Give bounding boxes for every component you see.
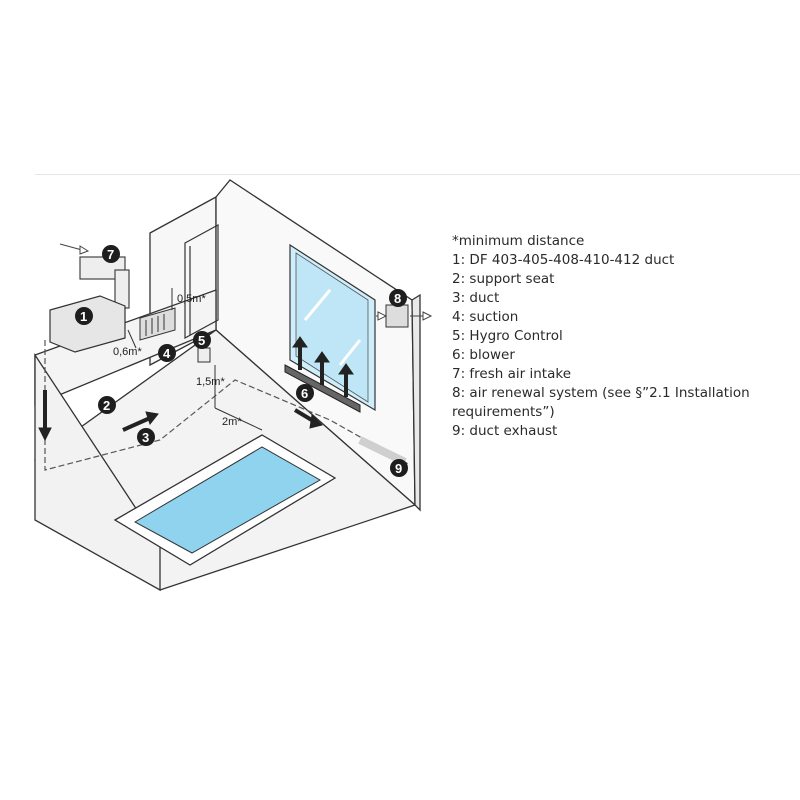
legend-item-5: 5: Hygro Control: [452, 328, 563, 344]
legend-item-2: 2: support seat: [452, 271, 555, 287]
window: [289, 243, 376, 412]
pool: [113, 434, 337, 566]
legend-note: *minimum distance: [452, 233, 585, 249]
callout-9: 9: [390, 459, 408, 477]
legend-item-9: 9: duct exhaust: [452, 423, 558, 439]
dim-2-label: 2m*: [222, 416, 242, 428]
main-duct: [44, 340, 411, 471]
legend-item-8: 8: air renewal system (see §”2.1 Install…: [452, 385, 750, 420]
callout-7: 7: [102, 245, 120, 263]
svg-text:9: 9: [395, 461, 402, 476]
dim-06-label: 0,6m*: [113, 346, 142, 358]
svg-text:1: 1: [80, 309, 87, 324]
front-left-wall: [34, 352, 161, 592]
svg-text:2: 2: [103, 398, 110, 413]
hygro-control: [197, 347, 211, 363]
door: [184, 223, 219, 340]
svg-text:7: 7: [107, 247, 114, 262]
callout-4: 4: [158, 344, 176, 362]
callout-6: 6: [296, 384, 314, 402]
air-io-arrows: [59, 243, 433, 321]
blower: [284, 364, 361, 413]
legend-item-1: 1: DF 403-405-408-410-412 duct: [452, 252, 675, 268]
callout-2: 2: [98, 396, 116, 414]
top-divider: [35, 174, 800, 175]
ducts: [44, 256, 411, 471]
dim-15-label: 1,5m*: [196, 376, 225, 388]
callout-8: 8: [389, 289, 407, 307]
legend-item-4: 4: suction: [452, 309, 519, 325]
svg-text:4: 4: [163, 346, 171, 361]
legend-item-7: 7: fresh air intake: [452, 366, 572, 382]
air-renewal-box: [385, 304, 409, 328]
legend-item-3: 3: duct: [452, 290, 500, 306]
legend-item-6: 6: blower: [452, 347, 515, 363]
svg-text:8: 8: [394, 291, 401, 306]
airflow-arrows: [38, 336, 354, 442]
callout-5: 5: [193, 331, 211, 349]
svg-text:3: 3: [142, 430, 149, 445]
callout-1: 1: [75, 307, 93, 325]
duct-exhaust-pipe: [358, 436, 407, 466]
suction-grille: [139, 307, 176, 341]
svg-text:6: 6: [301, 386, 308, 401]
right-wall-edge: [411, 293, 421, 512]
dimension-lines: [127, 288, 263, 431]
legend: *minimum distance 1: DF 403-405-408-410-…: [452, 232, 782, 441]
dim-05-label: 0,5m*: [177, 293, 206, 305]
svg-text:5: 5: [198, 333, 205, 348]
callout-3: 3: [137, 428, 155, 446]
